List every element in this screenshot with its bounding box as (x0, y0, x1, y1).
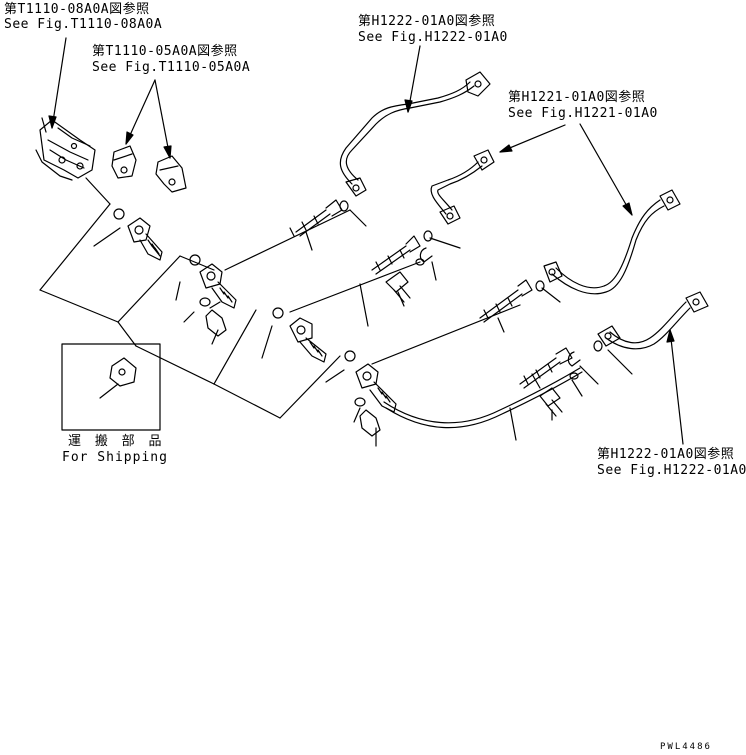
ring-c (535, 280, 545, 292)
ref-h1221-en: See Fig.H1221-01A0 (508, 106, 658, 121)
clamp-part-b (155, 155, 187, 193)
ref-t1110-05a0a-jp: 第T1110-05A0A図参照 (92, 44, 238, 59)
bolt-washer-2 (354, 397, 381, 437)
clamp-part-a (111, 145, 137, 179)
callout-lines (93, 209, 633, 447)
pipe-top-h1222 (339, 71, 491, 197)
ring-d (593, 340, 603, 352)
elbow-fitting-4 (355, 363, 397, 413)
leader-t1110-08a0a (48, 37, 67, 129)
o-ring-4 (344, 350, 356, 362)
leader-h1221 (499, 123, 633, 216)
bolt-2 (539, 387, 563, 417)
elbow-fitting-3 (289, 317, 327, 363)
drawing-code: PWL4486 (660, 742, 712, 752)
elbow-fitting-1 (127, 217, 163, 261)
grouping-lines (39, 177, 521, 419)
shipping-box (61, 343, 161, 431)
ref-t1110-05a0a-en: See Fig.T1110-05A0A (92, 60, 251, 75)
ref-h1222-bottom-en: See Fig.H1222-01A0 (597, 463, 746, 478)
ring-b (423, 230, 433, 242)
leader-t1110-05a0a (125, 79, 172, 159)
bolt-washer-1 (199, 297, 227, 337)
pipe-h1221-b (543, 189, 681, 295)
o-ring-2 (189, 254, 201, 266)
hose-2 (371, 235, 421, 275)
hose-long (383, 367, 583, 429)
shipping-label-en: For Shipping (62, 450, 168, 465)
pipe-h1222-bottom (597, 291, 709, 350)
o-ring-1 (113, 208, 125, 220)
ring-a (339, 200, 349, 212)
leader-h1222-bottom (666, 329, 684, 445)
clip-b (567, 351, 581, 367)
ref-h1222-bottom-jp: 第H1222-01A0図参照 (597, 447, 735, 462)
hose-1 (289, 199, 343, 237)
ref-t1110-08a0a-jp: 第T1110-08A0A図参照 (4, 2, 150, 17)
ref-h1222-top-jp: 第H1222-01A0図参照 (358, 14, 496, 29)
washer-b (569, 372, 579, 380)
hose-4 (519, 347, 573, 389)
elbow-fitting-2 (199, 263, 237, 309)
valve-bracket-assembly (35, 117, 96, 181)
pipe-h1221-a (430, 149, 495, 225)
ref-t1110-08a0a-en: See Fig.T1110-08A0A (4, 17, 163, 32)
o-ring-3 (272, 307, 284, 319)
washer-a (415, 258, 425, 266)
ref-h1222-top-en: See Fig.H1222-01A0 (358, 30, 508, 45)
hose-3 (479, 279, 533, 323)
bolt-1 (385, 271, 411, 303)
ref-h1221-jp: 第H1221-01A0図参照 (508, 90, 646, 105)
shipping-label-jp: 運 搬 部 品 (68, 434, 165, 449)
